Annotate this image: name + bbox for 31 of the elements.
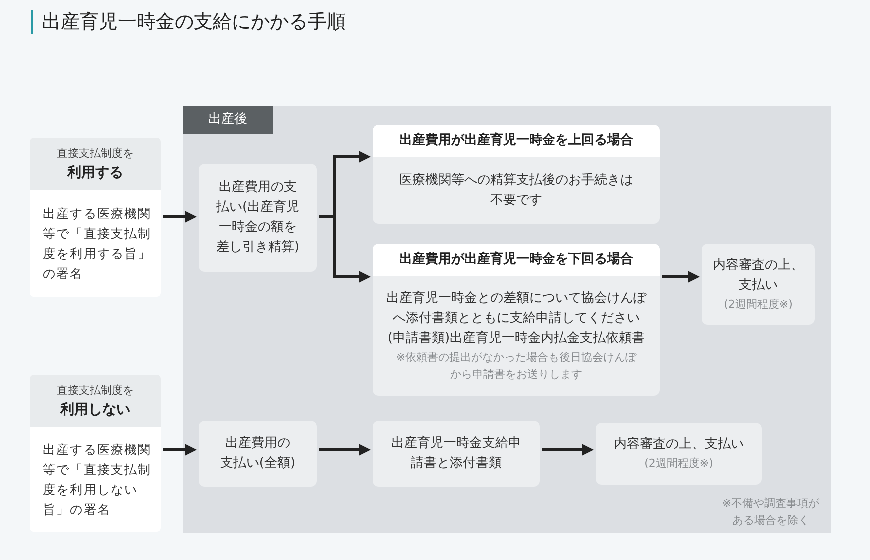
note-text: ※依頼書の提出がなかった場合も後日協会けんぽから申請書をお送りします — [395, 350, 638, 383]
arrow — [662, 271, 700, 283]
duration-note: (2週間程度※) — [644, 456, 714, 472]
step-text: 内容審査の上、支払い — [712, 256, 805, 294]
duration-note: (2週間程度※) — [724, 296, 793, 312]
arrow — [542, 444, 594, 456]
process-box: 出産費用の支払い(出産育児一時金の額を差し引き精算) — [199, 164, 317, 272]
process-box: 出産育児一時金支給申請書と添付書類 — [373, 421, 540, 487]
card-heading: 利用しない — [60, 401, 130, 420]
card-text: 医療機関等への精算支払後のお手続きは不要です — [398, 172, 634, 210]
page-title: 出産育児一時金の支給にかかる手順 — [31, 10, 346, 34]
process-box: 出産費用の支払い(全額) — [199, 421, 317, 487]
card-subheading: 直接支払制度を — [57, 146, 134, 162]
step-text: 内容審査の上、支払い — [614, 436, 744, 454]
card-header: 出産費用が出産育児一時金を下回る場合 — [373, 244, 660, 276]
section-tab: 出産後 — [183, 106, 273, 134]
arrow — [319, 216, 371, 283]
card-subheading: 直接支払制度を — [57, 383, 134, 399]
case-card — [373, 244, 660, 396]
card-text: 出産育児一時金との差額について協会けんぽへ添付書類とともに支給申請してください — [386, 290, 648, 328]
card-text: 出産する医療機関等で「直接支払制度を利用する旨」の署名 — [43, 204, 153, 282]
arrow — [163, 211, 197, 223]
section-panel — [183, 106, 831, 533]
footnote: ※不備や調査事項がある場合を除く — [721, 496, 821, 529]
card-text: 出産する医療機関等で「直接支払制度を利用しない旨」の署名 — [43, 440, 153, 518]
card-text: (申請書類)出産育児一時金内払金支払依頼書 — [388, 330, 646, 348]
card-heading: 利用する — [68, 164, 124, 183]
case-card — [373, 125, 660, 224]
arrow — [163, 444, 197, 456]
card-header: 出産費用が出産育児一時金を上回る場合 — [373, 125, 660, 157]
arrow — [319, 444, 371, 456]
